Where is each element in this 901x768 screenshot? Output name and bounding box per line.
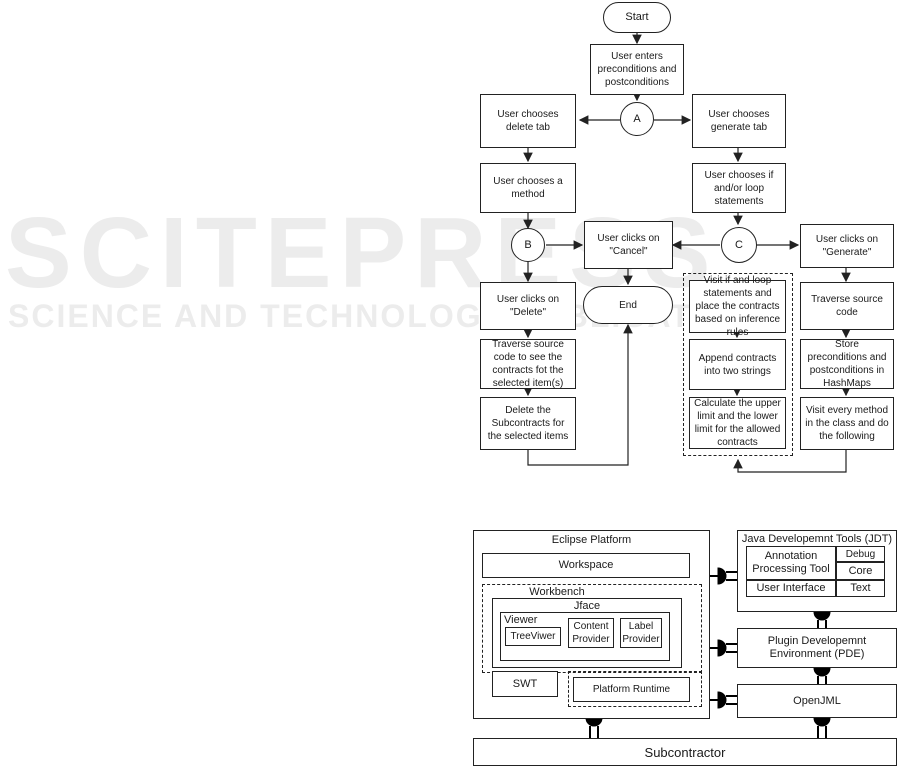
eclipse-platform-title: Eclipse Platform bbox=[551, 534, 632, 546]
plug-icon-pde bbox=[706, 639, 737, 657]
plug-icon-openjml-sub bbox=[813, 712, 831, 738]
start-node: Start bbox=[603, 2, 671, 33]
plug-icon-jdt bbox=[706, 567, 737, 585]
delete-tab-node: User chooses delete tab bbox=[480, 94, 576, 148]
connector-a: A bbox=[620, 102, 654, 136]
openjml-box: OpenJML bbox=[737, 684, 897, 718]
workbench-title: Workbench bbox=[529, 586, 585, 598]
append-contracts-node: Append contracts into two strings bbox=[689, 339, 786, 390]
tree-viewer-box: TreeViwer bbox=[505, 627, 561, 646]
subcontractor-box: Subcontractor bbox=[473, 738, 897, 766]
store-conditions-node: Store preconditions and postconditions i… bbox=[800, 339, 894, 389]
visit-method-node: Visit every method in the class and do t… bbox=[800, 397, 894, 450]
connector-c: C bbox=[721, 227, 757, 263]
user-interface-box: User Interface bbox=[746, 580, 836, 597]
enter-conditions-node: User enters preconditions and postcondit… bbox=[590, 44, 684, 95]
plug-icon-openjml bbox=[706, 691, 737, 709]
runtime-group bbox=[568, 671, 702, 707]
delete-click-node: User clicks on "Delete" bbox=[480, 282, 576, 330]
jface-title: Jface bbox=[573, 600, 601, 612]
annotation-tool-box: Annotation Processing Tool bbox=[746, 546, 836, 580]
connector-b: B bbox=[511, 228, 545, 262]
choose-method-node: User chooses a method bbox=[480, 163, 576, 213]
choose-if-loop-node: User chooses if and/or loop statements bbox=[692, 163, 786, 213]
generation-group bbox=[683, 273, 793, 456]
generate-tab-node: User chooses generate tab bbox=[692, 94, 786, 148]
traverse-see-node: Traverse source code to see the contract… bbox=[480, 339, 576, 389]
viewer-title: Viewer bbox=[504, 614, 538, 626]
jdt-title: Java Developemnt Tools (JDT) bbox=[741, 533, 893, 545]
visit-if-loop-node: Visit if and loop statements and place t… bbox=[689, 275, 786, 338]
label-provider-box: Label Provider bbox=[620, 618, 662, 648]
end-node: End bbox=[583, 286, 673, 324]
plug-icon-pde-openjml bbox=[813, 660, 831, 684]
text-box: Text bbox=[836, 580, 885, 597]
traverse-source-node: Traverse source code bbox=[800, 282, 894, 330]
swt-box: SWT bbox=[492, 671, 558, 697]
core-box: Core bbox=[836, 562, 885, 580]
cancel-node: User clicks on "Cancel" bbox=[584, 221, 673, 269]
debug-box: Debug bbox=[836, 546, 885, 562]
platform-runtime-box: Platform Runtime bbox=[573, 677, 690, 702]
calc-limits-node: Calculate the upper limit and the lower … bbox=[689, 397, 786, 449]
workbench-box bbox=[482, 584, 702, 673]
generate-click-node: User clicks on "Generate" bbox=[800, 224, 894, 268]
pde-box: Plugin Developemnt Environment (PDE) bbox=[737, 628, 897, 668]
delete-subcontracts-node: Delete the Subcontracts for the selected… bbox=[480, 397, 576, 450]
content-provider-box: Content Provider bbox=[568, 618, 614, 648]
workspace-box: Workspace bbox=[482, 553, 690, 578]
